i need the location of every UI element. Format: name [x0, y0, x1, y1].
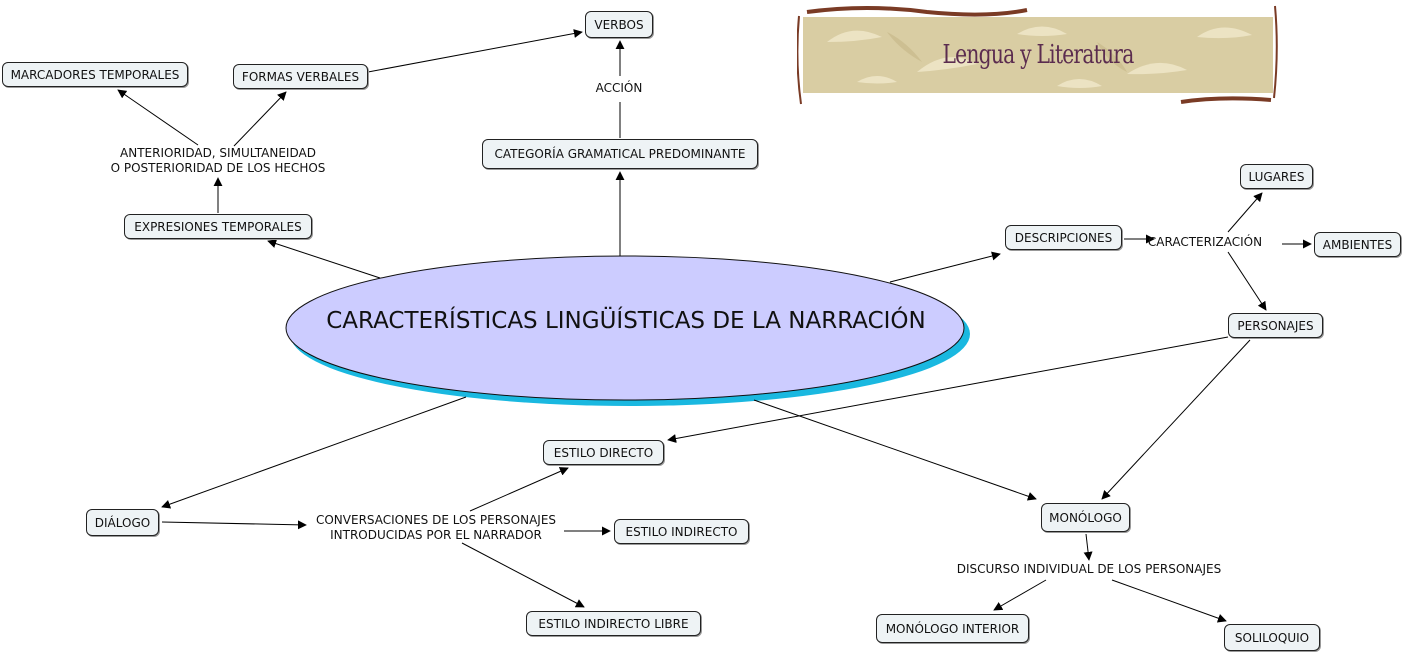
- edge-caracterizacion-lugares: [1227, 192, 1263, 233]
- link-caracterizacion: CARACTERIZACIÓN: [1147, 235, 1263, 249]
- edge-center-descripciones: [889, 251, 1001, 283]
- node-monologo[interactable]: MONÓLOGO: [1041, 503, 1130, 532]
- node-personajes[interactable]: PERSONAJES: [1228, 313, 1323, 338]
- node-marcadores-temporales[interactable]: MARCADORES TEMPORALES: [2, 62, 188, 87]
- link-discurso: DISCURSO INDIVIDUAL DE LOS PERSONAJES: [956, 562, 1222, 576]
- edge-personajes-estilo-directo: [667, 336, 1229, 443]
- link-conversaciones: CONVERSACIONES DE LOS PERSONAJES INTRODU…: [315, 513, 557, 542]
- edge-caracterizacion-personajes: [1227, 251, 1267, 311]
- edge-dialogo-conversaciones: [161, 520, 307, 530]
- edge-discurso-monologo-interior: [993, 579, 1047, 611]
- edge-center-expresiones: [267, 239, 381, 279]
- central-topic-title: CARACTERÍSTICAS LINGÜÍSTICAS DE LA NARRA…: [326, 308, 926, 334]
- node-categoria-gramatical[interactable]: CATEGORÍA GRAMATICAL PREDOMINANTE: [482, 139, 758, 169]
- node-monologo-interior[interactable]: MONÓLOGO INTERIOR: [876, 614, 1029, 643]
- edge-discurso-soliloquio: [1111, 579, 1227, 623]
- edge-formas-verbos: [367, 29, 583, 73]
- edge-anterioridad-marcadores: [117, 89, 199, 146]
- edge-monologo-discurso: [1083, 533, 1093, 561]
- node-lugares[interactable]: LUGARES: [1240, 164, 1313, 189]
- node-estilo-indirecto-libre[interactable]: ESTILO INDIRECTO LIBRE: [526, 611, 701, 636]
- node-verbos[interactable]: VERBOS: [585, 11, 653, 38]
- node-estilo-directo[interactable]: ESTILO DIRECTO: [543, 440, 664, 465]
- node-dialogo[interactable]: DIÁLOGO: [86, 509, 159, 536]
- edge-conversaciones-estilo-directo: [469, 467, 569, 512]
- parchment-image: [797, 5, 1278, 105]
- link-anterioridad: ANTERIORIDAD, SIMULTANEIDAD O POSTERIORI…: [110, 146, 326, 175]
- node-ambientes[interactable]: AMBIENTES: [1314, 232, 1401, 257]
- banner-lengua-literatura: Lengua y Literatura: [797, 2, 1279, 106]
- edge-conversaciones-estilo-indirecto-libre: [461, 542, 585, 608]
- node-estilo-indirecto[interactable]: ESTILO INDIRECTO: [614, 519, 749, 544]
- central-ellipse: [285, 255, 965, 401]
- edge-center-monologo: [753, 399, 1037, 501]
- edge-personajes-monologo: [1101, 339, 1251, 500]
- node-expresiones-temporales[interactable]: EXPRESIONES TEMPORALES: [124, 214, 312, 239]
- node-formas-verbales[interactable]: FORMAS VERBALES: [233, 64, 368, 89]
- edge-anterioridad-formas: [233, 91, 287, 147]
- edge-center-dialogo: [161, 396, 467, 509]
- banner-title: Lengua y Literatura: [942, 40, 1134, 70]
- node-descripciones[interactable]: DESCRIPCIONES: [1005, 225, 1122, 250]
- link-accion: ACCIÓN: [595, 81, 643, 95]
- node-soliloquio[interactable]: SOLILOQUIO: [1224, 624, 1320, 651]
